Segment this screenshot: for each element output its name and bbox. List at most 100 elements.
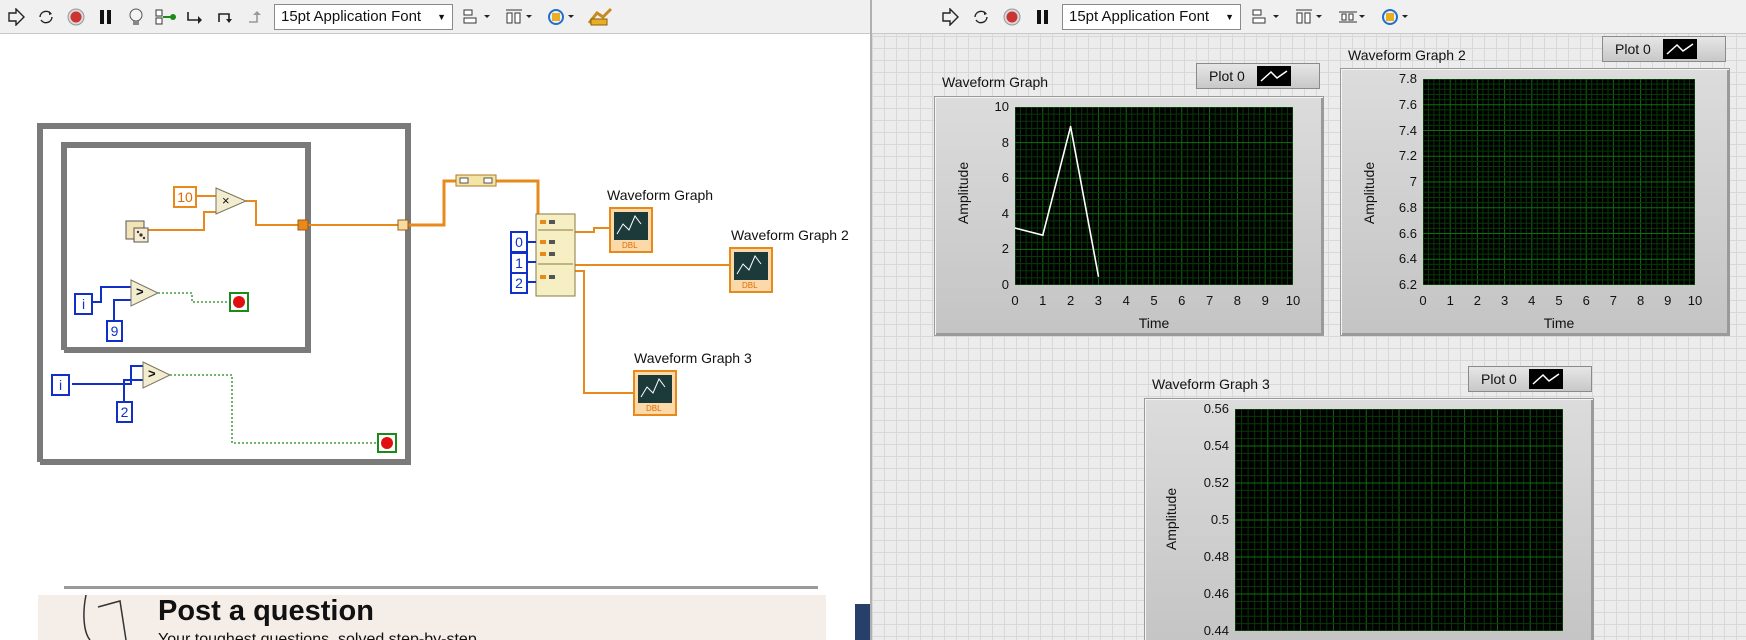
y-tick-label: 6.6 bbox=[1398, 225, 1417, 241]
waveform-graph-2-terminal-label: Waveform Graph 2 bbox=[731, 227, 849, 243]
abort-icon[interactable] bbox=[1000, 5, 1024, 29]
constant-compare-inner[interactable]: 9 bbox=[106, 320, 123, 342]
index-array-node[interactable] bbox=[535, 213, 576, 297]
resize-objects-icon[interactable] bbox=[1334, 5, 1370, 29]
iteration-terminal-outer[interactable]: i bbox=[51, 374, 70, 396]
constant-compare-outer[interactable]: 2 bbox=[116, 401, 133, 423]
run-continuously-icon[interactable] bbox=[34, 5, 58, 29]
x-tick-label: 1 bbox=[1039, 293, 1047, 308]
plot-line-icon bbox=[1256, 66, 1291, 86]
phone-illustration-icon bbox=[83, 595, 127, 640]
distribute-objects-icon[interactable] bbox=[1291, 5, 1327, 29]
y-tick-label: 0.56 bbox=[1203, 401, 1229, 416]
pause-icon[interactable] bbox=[1031, 5, 1055, 29]
font-select[interactable]: 15pt Application Font▼ bbox=[1062, 3, 1242, 30]
plot-legend-label: Plot 0 bbox=[1615, 41, 1651, 57]
reorder-icon[interactable] bbox=[1377, 5, 1413, 29]
plot-area[interactable] bbox=[1014, 106, 1294, 286]
data-point bbox=[1097, 275, 1100, 277]
clean-up-diagram-icon[interactable] bbox=[585, 5, 615, 29]
waveform-graph-3-terminal-label: Waveform Graph 3 bbox=[634, 350, 752, 366]
run-arrow-icon[interactable] bbox=[938, 5, 962, 29]
highlight-execution-icon[interactable] bbox=[124, 5, 148, 29]
block-diagram-toolbar: 15pt Application Font▼ bbox=[0, 0, 870, 34]
chevron-down-icon: ▼ bbox=[437, 11, 447, 22]
plot-legend-label: Plot 0 bbox=[1209, 68, 1245, 84]
data-point bbox=[1069, 125, 1072, 128]
plot-area[interactable] bbox=[1422, 78, 1696, 286]
align-objects-icon[interactable] bbox=[1248, 5, 1284, 29]
y-tick-label: 7.4 bbox=[1398, 122, 1417, 138]
retain-wire-values-icon[interactable] bbox=[154, 5, 178, 29]
x-tick-label: 10 bbox=[1285, 293, 1301, 308]
run-continuously-icon[interactable] bbox=[969, 5, 993, 29]
iteration-terminal-inner[interactable]: i bbox=[74, 293, 93, 315]
outer-loop-tunnel[interactable] bbox=[397, 219, 409, 231]
reorder-icon[interactable] bbox=[543, 5, 579, 29]
graph3-type-badge: DBL bbox=[646, 404, 662, 413]
post-question-banner[interactable]: Post a question Your toughest questions,… bbox=[38, 595, 826, 640]
horizontal-scrollbar[interactable] bbox=[64, 586, 818, 589]
greater-than-node-outer[interactable] bbox=[142, 361, 172, 389]
plot-legend-label: Plot 0 bbox=[1481, 371, 1517, 387]
index-constant-2[interactable]: 2 bbox=[510, 272, 528, 294]
align-objects-icon[interactable] bbox=[459, 5, 495, 29]
array-build-node[interactable] bbox=[455, 174, 497, 187]
waveform-graph-2-terminal[interactable] bbox=[729, 247, 773, 293]
step-out-icon[interactable] bbox=[244, 5, 268, 29]
multiply-node[interactable] bbox=[215, 187, 248, 215]
plot-svg bbox=[1014, 106, 1294, 286]
greater-than-node-inner[interactable] bbox=[130, 279, 160, 307]
x-tick-label: 2 bbox=[1066, 293, 1075, 308]
waveform-graph-3-label: Waveform Graph 3 bbox=[1152, 376, 1270, 392]
data-point bbox=[1014, 227, 1016, 229]
plot-area[interactable] bbox=[1234, 408, 1564, 632]
x-tick-label: 0 bbox=[1419, 293, 1427, 308]
waveform-graph-3-plot-legend[interactable]: Plot 0 bbox=[1468, 366, 1592, 392]
x-tick-label: 7 bbox=[1609, 293, 1617, 308]
waveform-graph-terminal[interactable] bbox=[609, 207, 653, 253]
constant-multiplier[interactable]: 10 bbox=[173, 186, 197, 208]
step-into-icon[interactable] bbox=[184, 5, 208, 29]
stop-condition-inner[interactable] bbox=[229, 292, 249, 312]
multiply-symbol: × bbox=[222, 193, 230, 208]
distribute-objects-icon[interactable] bbox=[501, 5, 537, 29]
stop-condition-outer[interactable] bbox=[377, 433, 397, 453]
block-diagram-canvas bbox=[37, 123, 773, 465]
step-over-icon[interactable] bbox=[214, 5, 238, 29]
y-axis-title: Amplitude bbox=[955, 161, 971, 225]
random-number-icon[interactable] bbox=[125, 220, 149, 243]
y-tick-label: 7.6 bbox=[1398, 96, 1417, 112]
font-select[interactable]: 15pt Application Font▼ bbox=[274, 3, 454, 30]
waveform-graph-2-plot-legend[interactable]: Plot 0 bbox=[1602, 36, 1726, 62]
y-tick-label: 4 bbox=[1001, 205, 1009, 221]
x-tick-label: 5 bbox=[1150, 293, 1158, 308]
outer-while-loop[interactable] bbox=[37, 123, 411, 465]
inner-while-loop[interactable] bbox=[61, 142, 311, 353]
plot-svg bbox=[1422, 78, 1696, 286]
plot-svg bbox=[1234, 408, 1564, 632]
y-tick-label: 10 bbox=[994, 99, 1009, 114]
index-constant-0[interactable]: 0 bbox=[510, 231, 528, 253]
index-constant-1[interactable]: 1 bbox=[510, 252, 528, 274]
abort-icon[interactable] bbox=[64, 5, 88, 29]
waveform-graph-plot-legend[interactable]: Plot 0 bbox=[1196, 63, 1320, 89]
waveform-graph-3-terminal[interactable] bbox=[633, 370, 677, 416]
y-tick-label: 7 bbox=[1409, 174, 1417, 189]
run-arrow-icon[interactable] bbox=[4, 5, 28, 29]
pause-icon[interactable] bbox=[94, 5, 118, 29]
x-tick-label: 4 bbox=[1528, 293, 1536, 308]
x-tick-label: 8 bbox=[1233, 293, 1241, 308]
y-axis-title: Amplitude bbox=[1163, 487, 1179, 551]
waveform-graph-label: Waveform Graph bbox=[942, 74, 1049, 90]
front-panel-toolbar: 15pt Application Font▼ bbox=[872, 0, 1746, 34]
x-tick-label: 9 bbox=[1261, 293, 1269, 308]
font-select-label: 15pt Application Font bbox=[1069, 8, 1210, 25]
x-tick-label: 2 bbox=[1473, 293, 1481, 308]
taskbar-edge bbox=[855, 604, 870, 640]
y-tick-label: 0.48 bbox=[1203, 549, 1229, 564]
inner-loop-tunnel[interactable] bbox=[297, 219, 309, 231]
